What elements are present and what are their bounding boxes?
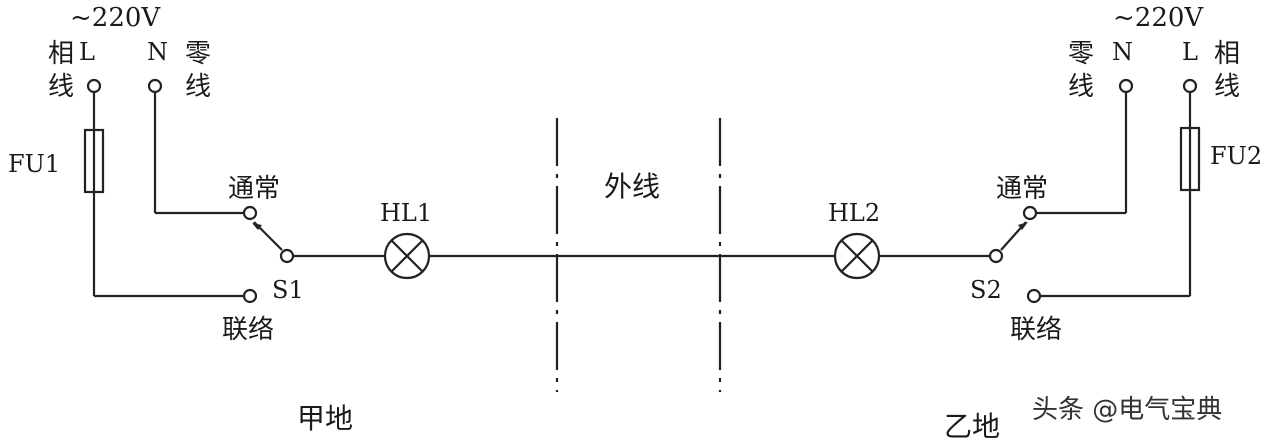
left-switch-pivot [279, 248, 295, 264]
right-normal-label: 通常 [996, 174, 1048, 204]
left-neutral-cjk-2: 线 [185, 72, 211, 102]
right-link-contact [1026, 288, 1042, 304]
right-phase-cjk-2: 线 [1214, 72, 1240, 102]
left-fuse-label: FU1 [8, 150, 60, 178]
right-fuse-label: FU2 [1210, 142, 1262, 170]
left-phase-cjk-1: 相 [48, 39, 74, 69]
right-neutral-letter: N [1112, 38, 1133, 66]
left-phase-letter: L [79, 38, 95, 66]
right-lamp-cross-b [840, 239, 874, 273]
left-normal-contact [242, 205, 258, 221]
right-switch-label: S2 [970, 276, 1002, 304]
left-neutral-terminal [147, 78, 163, 94]
watermark: 头条 @电气宝典 [1032, 395, 1222, 425]
right-normal-contact [1022, 205, 1038, 221]
right-contact-label: 联络 [1010, 315, 1062, 345]
left-contact-label: 联络 [222, 315, 274, 345]
left-switch-label: S1 [272, 276, 304, 304]
left-normal-label: 通常 [228, 174, 280, 204]
left-phase-terminal [86, 78, 102, 94]
left-neutral-cjk-1: 零 [185, 39, 211, 69]
left-neutral-letter: N [147, 38, 168, 66]
left-link-contact [242, 288, 258, 304]
right-phase-terminal [1182, 78, 1198, 94]
right-neutral-cjk-2: 线 [1068, 72, 1094, 102]
right-lamp-label: HL2 [828, 199, 880, 227]
right-site-label: 乙地 [944, 410, 1000, 443]
right-phase-letter: L [1182, 38, 1198, 66]
right-phase-cjk-1: 相 [1214, 39, 1240, 69]
right-switch-pivot [988, 248, 1004, 264]
left-switch-arrow [252, 223, 262, 230]
left-voltage-label: ~220V [70, 3, 161, 33]
left-lamp-cross-b [390, 239, 424, 273]
left-site-label: 甲地 [297, 402, 353, 435]
left-phase-cjk-2: 线 [48, 72, 74, 102]
right-neutral-cjk-1: 零 [1068, 39, 1094, 69]
right-voltage-label: ~220V [1113, 3, 1204, 33]
outer-line-label: 外线 [604, 170, 660, 203]
right-neutral-terminal [1118, 78, 1134, 94]
left-lamp-label: HL1 [380, 199, 432, 227]
right-switch-arrow [1018, 222, 1028, 230]
